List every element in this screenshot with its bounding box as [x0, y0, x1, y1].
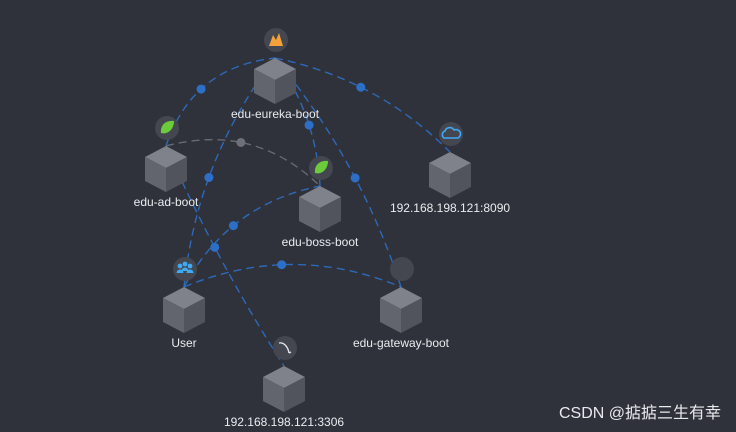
user-body	[186, 269, 194, 273]
node-label: edu-boss-boot	[282, 235, 359, 249]
cube-right	[320, 197, 341, 232]
node-eureka[interactable]: edu-eureka-boot	[231, 28, 320, 121]
spring-leaf-icon	[155, 116, 179, 140]
edge-flow-dot	[350, 173, 360, 183]
eureka-shape	[269, 33, 283, 46]
edge-ad-boss[interactable]	[165, 137, 321, 187]
node-cube	[429, 152, 471, 198]
cube-left	[380, 298, 401, 333]
node-ad[interactable]: edu-ad-boot	[134, 116, 199, 209]
edge-line	[274, 57, 402, 288]
edge-line	[183, 263, 402, 288]
node-cube	[163, 287, 205, 333]
node-cube	[145, 146, 187, 192]
edge-flow-dot	[210, 242, 220, 252]
cube-left	[145, 157, 166, 192]
icon-badge	[273, 336, 297, 360]
edge-flow-dot	[304, 120, 314, 130]
edge-line	[165, 138, 321, 187]
edge-flow-dot	[356, 82, 366, 92]
cube-right	[166, 157, 187, 192]
cube-left	[163, 298, 184, 333]
edge-flow-dot	[228, 221, 238, 231]
users-icon	[173, 257, 197, 281]
node-user[interactable]: User	[163, 257, 205, 350]
edge-flow-dot	[196, 84, 206, 94]
cube-left	[299, 197, 320, 232]
cube-left	[263, 377, 284, 412]
user-head	[177, 263, 183, 269]
leaf-shape	[160, 120, 174, 134]
cube-right	[401, 298, 422, 333]
node-cube	[299, 186, 341, 232]
edge-user-eureka[interactable]	[183, 57, 276, 288]
node-cube	[263, 366, 305, 412]
nodes-layer: edu-eureka-boot edu-ad-boot 192.168.198.12…	[134, 28, 510, 429]
node-label: 192.168.198.121:8090	[390, 201, 510, 215]
cube-left	[254, 69, 275, 104]
node-label: User	[171, 336, 196, 350]
cloud-icon	[439, 122, 463, 146]
blank-icon	[390, 257, 414, 281]
edge-eureka-cloud[interactable]	[274, 57, 451, 153]
leaf-shape	[314, 160, 328, 174]
cube-right	[450, 163, 471, 198]
edge-line	[183, 57, 276, 288]
node-label: edu-eureka-boot	[231, 107, 320, 121]
node-label: edu-ad-boot	[134, 195, 199, 209]
edge-flow-dot	[204, 173, 214, 183]
edge-line	[274, 57, 451, 153]
node-cloud[interactable]: 192.168.198.121:8090	[390, 122, 510, 215]
user-head	[182, 261, 188, 267]
edge-user-gateway[interactable]	[183, 260, 402, 288]
cube-right	[275, 69, 296, 104]
node-mysql[interactable]: 192.168.198.121:3306	[224, 336, 344, 429]
spring-leaf-icon	[309, 156, 333, 180]
user-body	[181, 267, 189, 271]
edge-flow-dot	[277, 260, 287, 270]
mysql-icon	[273, 336, 297, 360]
csdn-watermark: CSDN @掂掂三生有幸	[559, 404, 721, 422]
node-label: 192.168.198.121:3306	[224, 415, 344, 429]
eureka-icon	[264, 28, 288, 52]
edge-user-boss[interactable]	[183, 185, 321, 288]
node-gateway[interactable]: edu-gateway-boot	[353, 257, 450, 350]
node-cube	[254, 58, 296, 104]
node-boss[interactable]: edu-boss-boot	[282, 156, 359, 249]
cloud-shape	[441, 126, 462, 139]
icon-badge	[390, 257, 414, 281]
user-head	[187, 263, 193, 269]
node-cube	[380, 287, 422, 333]
edge-flow-dot	[236, 137, 246, 147]
cube-right	[184, 298, 205, 333]
icon-badge	[439, 122, 463, 146]
dolphin-shape	[278, 342, 292, 354]
node-label: edu-gateway-boot	[353, 336, 450, 350]
edge-gateway-eureka[interactable]	[274, 57, 402, 288]
cube-left	[429, 163, 450, 198]
cube-right	[284, 377, 305, 412]
